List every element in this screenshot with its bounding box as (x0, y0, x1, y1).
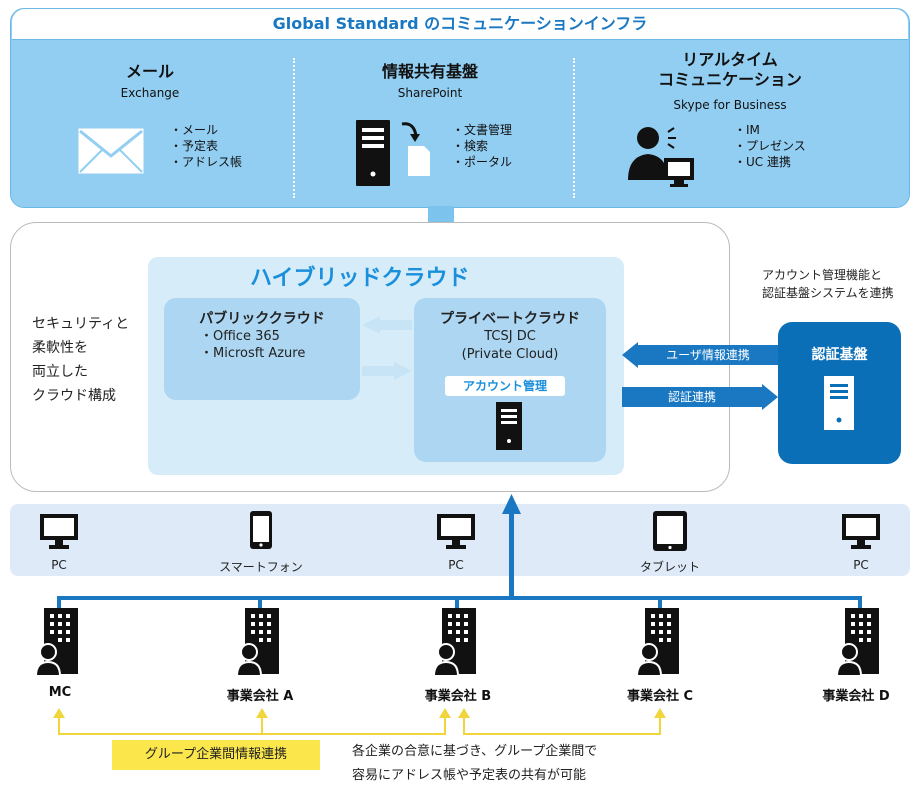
auth-platform-title: 認証基盤 (811, 347, 868, 363)
public-cloud-items: ・Office 365 ・Microsft Azure (200, 328, 305, 362)
bottom-note-line: 各企業の合意に基づき、グループ企業間で (352, 744, 598, 759)
company-label: MC (48, 685, 72, 700)
realtime-feature: ・プレゼンス (734, 139, 806, 153)
public-cloud-title: パブリッククラウド (199, 311, 325, 327)
smartphone-icon (250, 511, 272, 549)
communication-infra-panel (10, 8, 910, 208)
cloud-description-line: クラウド構成 (32, 388, 116, 404)
cloud-description-line: 柔軟性を (32, 340, 88, 356)
company-label: 事業会社 C (626, 689, 694, 704)
communication-infra-title-bar: Global Standard のコミュニケーションインフラ (12, 9, 908, 40)
realtime-title-line2: コミュニケーション (658, 70, 802, 89)
device-label: スマートフォン (219, 560, 303, 574)
bottom-note: 各企業の合意に基づき、グループ企業間で 容易にアドレス帳や予定表の共有が可能 (352, 740, 597, 788)
private-cloud-note: (Private Cloud) (461, 347, 559, 362)
bottom-note-line: 容易にアドレス帳や予定表の共有が可能 (352, 768, 587, 783)
public-cloud-box (164, 298, 360, 400)
auth-note-line: 認証基盤システムを連携 (762, 286, 894, 300)
device-label: PC (51, 558, 67, 572)
cloud-description-line: 両立した (32, 364, 88, 380)
auth-note-line: アカウント管理機能と (762, 268, 883, 282)
info-sharing-title: 情報共有基盤 (381, 62, 478, 81)
building-user-icon (837, 608, 879, 677)
tablet-icon (653, 511, 687, 551)
building-user-icon (36, 608, 78, 677)
user-monitor-icon (628, 127, 694, 187)
cloud-description-line: セキュリティと (32, 316, 130, 332)
mail-title: メール (125, 62, 174, 81)
company-label: 事業会社 D (822, 689, 890, 704)
mail-feature: ・予定表 (170, 139, 219, 153)
envelope-icon (78, 128, 144, 174)
company-label: 事業会社 B (424, 689, 492, 704)
building-user-icon (237, 608, 279, 677)
communication-infra-title: Global Standard のコミュニケーションインフラ (272, 14, 648, 33)
realtime-feature-list: ・IM ・プレゼンス ・UC 連携 (734, 122, 806, 170)
info-sharing-feature: ・ポータル (452, 155, 513, 169)
building-user-icon (637, 608, 679, 677)
user-sync-label: ユーザ情報連携 (666, 348, 750, 362)
public-cloud-item: ・Microsft Azure (200, 346, 306, 361)
user-sync-arrow (622, 342, 778, 368)
realtime-product: Skype for Business (673, 98, 787, 112)
public-cloud-item: ・Office 365 (200, 329, 280, 344)
auth-sync-arrow (622, 384, 778, 410)
auth-integration-note: アカウント管理機能と 認証基盤システムを連携 (762, 266, 894, 302)
column-divider (293, 58, 295, 198)
realtime-feature: ・UC 連携 (734, 155, 791, 169)
group-link-label: グループ企業間情報連携 (112, 740, 320, 770)
pc-icon (40, 514, 78, 549)
private-cloud-title: プライベートクラウド (440, 311, 580, 327)
column-divider (573, 58, 575, 198)
server-document-icon (356, 120, 430, 186)
private-cloud-dc: TCSJ DC (484, 329, 536, 344)
server-icon (496, 402, 522, 450)
realtime-feature: ・IM (734, 123, 760, 137)
mail-feature: ・アドレス帳 (170, 155, 243, 169)
hybrid-cloud-title: ハイブリッドクラウド (250, 266, 470, 291)
auth-sync-label: 認証連携 (667, 390, 716, 404)
mail-feature: ・メール (170, 123, 219, 137)
info-sharing-feature: ・文書管理 (452, 123, 513, 137)
device-label: PC (448, 558, 464, 572)
device-label: タブレット (639, 560, 700, 574)
pc-icon (437, 514, 475, 549)
cloud-description: セキュリティと 柔軟性を 両立した クラウド構成 (32, 312, 129, 408)
realtime-title-line1: リアルタイム (682, 50, 778, 69)
info-sharing-feature: ・検索 (452, 139, 489, 153)
info-sharing-product: SharePoint (397, 86, 463, 100)
left-arrow-icon (362, 316, 412, 334)
mail-feature-list: ・メール ・予定表 ・アドレス帳 (170, 122, 242, 170)
building-user-icon (434, 608, 476, 677)
info-sharing-feature-list: ・文書管理 ・検索 ・ポータル (452, 122, 512, 170)
realtime-title: リアルタイム コミュニケーション (620, 50, 840, 90)
right-arrow-icon (362, 362, 412, 380)
company-label: 事業会社 A (226, 689, 294, 704)
account-management-label: アカウント管理 (445, 376, 565, 396)
server-icon (824, 376, 854, 430)
pc-icon (842, 514, 880, 549)
mail-product: Exchange (120, 86, 180, 100)
device-label: PC (853, 558, 869, 572)
